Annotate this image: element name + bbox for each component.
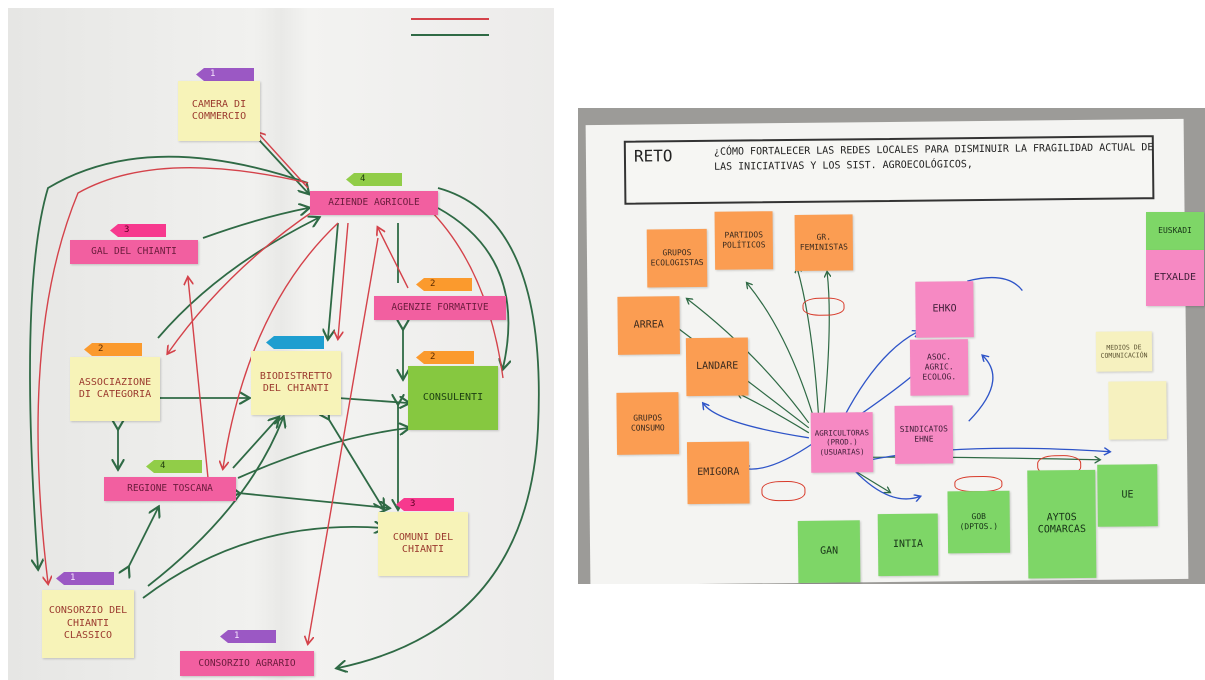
consorzio-chianti-classico-note: CONSORZIO DEL CHIANTI CLASSICO	[42, 590, 134, 658]
camera-priority-tag: 1	[196, 68, 254, 81]
grupos-ecologistas-note: GRUPOS ECOLOGISTAS	[646, 228, 708, 288]
partidos-politicos-note: PARTIDOS POLÍTICOS	[714, 211, 774, 270]
red-annotation-1	[802, 297, 845, 316]
biodistretto-del-chianti-note: BIODISTRETTO DEL CHIANTI	[251, 351, 341, 415]
left-arrows	[29, 127, 540, 680]
gr-feministas-note: GR. FEMINISTAS	[794, 214, 854, 271]
comuni-priority-tag: 3	[396, 498, 454, 511]
asoc-agric-ecolog-note: ASOC. AGRIC. ECOLOG.	[909, 339, 969, 396]
landare-note: LANDARE	[685, 337, 749, 397]
euskadi-note: EUSKADI	[1146, 212, 1204, 250]
intia-note: INTIA	[877, 513, 939, 577]
consulenti-priority-tag: 2	[416, 351, 474, 364]
consulenti-note: CONSULENTI	[408, 366, 498, 430]
legend-red-line	[411, 18, 489, 20]
camera-di-commercio-note: CAMERA DI COMMERCIO	[178, 81, 260, 141]
gob-dptos-note: GOB (DPTOS.)	[947, 490, 1011, 554]
biodistretto-tag	[266, 336, 324, 349]
aytos-comarcas-note: AYTOS COMARCAS	[1027, 469, 1097, 579]
legend-green-line	[411, 34, 489, 36]
emigora-note: EMIGORA	[686, 441, 750, 505]
ue-note: UE	[1097, 464, 1158, 527]
sindicatos-ehne-note: SINDICATOS EHNE	[894, 405, 954, 464]
associazione-priority-tag: 2	[84, 343, 142, 356]
left-whiteboard-photo: 1 CAMERA DI COMMERCIO 4 AZIENDE AGRICOLE…	[8, 8, 554, 680]
blank-yellow-note	[1108, 381, 1167, 440]
agenzie-formative-note: AGENZIE FORMATIVE	[374, 296, 506, 320]
etxalde-note: ETXALDE	[1146, 250, 1204, 306]
gal-del-chianti-note: GAL DEL CHIANTI	[70, 240, 198, 264]
medios-de-comunicacion-note: MEDIOS DE COMUNICACIÓN	[1095, 331, 1153, 372]
grupos-consumo-note: GRUPOS CONSUMO	[616, 392, 680, 455]
arrea-note: ARREA	[617, 296, 681, 355]
agricultoras-note: AGRICULTORAS (PROD.) (USUARIAS)	[810, 412, 874, 473]
aziende-priority-tag: 4	[346, 173, 402, 186]
agenzie-priority-tag: 2	[416, 278, 472, 291]
paper-sheet: RETO ¿CÓMO FORTALECER LAS REDES LOCALES …	[585, 118, 1189, 584]
consorzio-agrario-priority-tag: 1	[220, 630, 276, 643]
gan-note: GAN	[797, 520, 861, 583]
regione-priority-tag: 4	[146, 460, 202, 473]
consorzio-agrario-note: CONSORZIO AGRARIO	[180, 651, 314, 676]
gal-priority-tag: 3	[110, 224, 166, 237]
regione-toscana-note: REGIONE TOSCANA	[104, 477, 236, 501]
right-whiteboard-photo: RETO ¿CÓMO FORTALECER LAS REDES LOCALES …	[578, 108, 1205, 584]
aziende-agricole-note: AZIENDE AGRICOLE	[310, 191, 438, 215]
ehko-note: EHKO	[915, 281, 974, 338]
red-annotation-2	[761, 480, 806, 502]
consorzio-chianti-priority-tag: 1	[56, 572, 114, 585]
associazione-di-categoria-note: ASSOCIAZIONE DI CATEGORIA	[70, 357, 160, 421]
red-annotation-3	[954, 475, 1003, 493]
comuni-del-chianti-note: COMUNI DEL CHIANTI	[378, 512, 468, 576]
